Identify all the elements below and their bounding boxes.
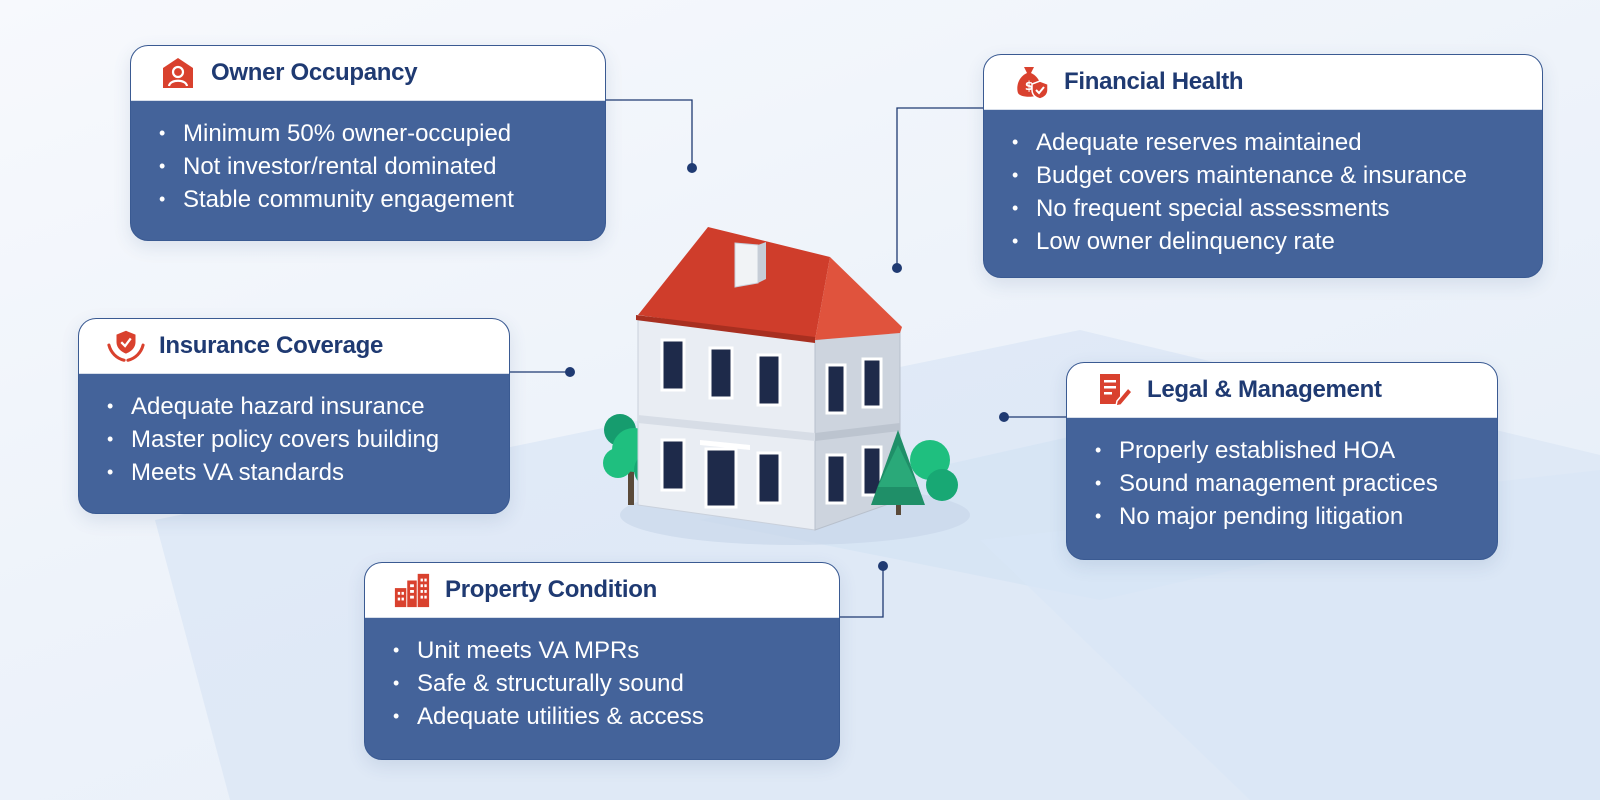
svg-text:$: $ <box>1025 79 1033 93</box>
connector-owner <box>604 99 693 168</box>
buildings-icon <box>393 571 431 609</box>
connector-property <box>838 566 884 618</box>
card-property-condition: Property Condition Unit meets VA MPRs Sa… <box>364 562 840 760</box>
bullet-item: Properly established HOA <box>1095 434 1477 467</box>
card-title: Financial Health <box>1064 68 1244 95</box>
bullet-item: Safe & structurally sound <box>393 667 819 700</box>
bullet-list: Unit meets VA MPRs Safe & structurally s… <box>365 618 839 733</box>
house-person-icon <box>159 54 197 92</box>
connector-dot <box>999 412 1009 422</box>
card-header: Insurance Coverage <box>79 319 509 374</box>
money-bag-shield-icon: $ <box>1012 63 1050 101</box>
bullet-item: Stable community engagement <box>159 183 585 216</box>
bullet-list: Minimum 50% owner-occupied Not investor/… <box>131 101 605 216</box>
connector-dot <box>687 163 697 173</box>
connector-dot <box>565 367 575 377</box>
bullet-item: Sound management practices <box>1095 467 1477 500</box>
connector-dot <box>878 561 888 571</box>
card-header: Property Condition <box>365 563 839 618</box>
bullet-item: Low owner delinquency rate <box>1012 225 1522 258</box>
door <box>704 447 738 509</box>
tree-icon <box>871 430 958 515</box>
roof <box>638 227 830 340</box>
bullet-item: Meets VA standards <box>107 456 489 489</box>
card-legal-management: Legal & Management Properly established … <box>1066 362 1498 560</box>
card-title: Property Condition <box>445 576 657 603</box>
card-header: Legal & Management <box>1067 363 1497 418</box>
house-illustration <box>603 227 970 545</box>
connector-dot <box>892 263 902 273</box>
card-title: Legal & Management <box>1147 376 1382 403</box>
card-header: Owner Occupancy <box>131 46 605 101</box>
connector-financial <box>896 107 983 268</box>
bullet-list: Adequate hazard insurance Master policy … <box>79 374 509 489</box>
card-header: $ Financial Health <box>984 55 1542 110</box>
bullet-item: Budget covers maintenance & insurance <box>1012 159 1522 192</box>
document-pen-icon <box>1095 371 1133 409</box>
bullet-list: Properly established HOA Sound managemen… <box>1067 418 1497 533</box>
bullet-item: Unit meets VA MPRs <box>393 634 819 667</box>
card-title: Owner Occupancy <box>211 59 418 86</box>
bullet-item: No frequent special assessments <box>1012 192 1522 225</box>
bullet-item: No major pending litigation <box>1095 500 1477 533</box>
bullet-item: Master policy covers building <box>107 423 489 456</box>
card-owner-occupancy: Owner Occupancy Minimum 50% owner-occupi… <box>130 45 606 241</box>
bullet-item: Not investor/rental dominated <box>159 150 585 183</box>
shield-hands-icon <box>107 327 145 365</box>
bullet-item: Adequate hazard insurance <box>107 390 489 423</box>
bullet-item: Adequate reserves maintained <box>1012 126 1522 159</box>
bullet-item: Adequate utilities & access <box>393 700 819 733</box>
bullet-list: Adequate reserves maintained Budget cove… <box>984 110 1542 258</box>
card-insurance-coverage: Insurance Coverage Adequate hazard insur… <box>78 318 510 514</box>
card-financial-health: $ Financial Health Adequate reserves mai… <box>983 54 1543 278</box>
bullet-item: Minimum 50% owner-occupied <box>159 117 585 150</box>
card-title: Insurance Coverage <box>159 332 384 359</box>
